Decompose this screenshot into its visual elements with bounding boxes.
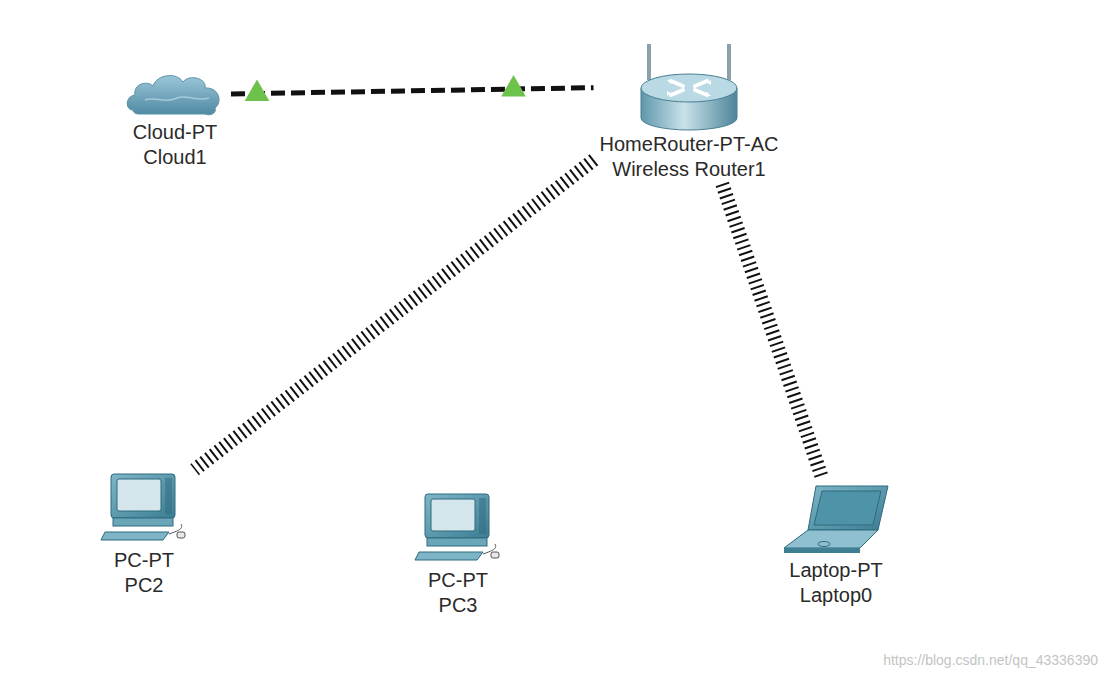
wireless-link: [195, 160, 594, 470]
wireless-link: [722, 184, 822, 478]
cloud-icon: [125, 70, 225, 120]
cable-link: [231, 75, 594, 101]
device-name: Wireless Router1: [596, 157, 783, 182]
pc-icon: [413, 490, 503, 568]
device-model: Laptop-PT: [776, 558, 896, 583]
laptop-icon: [780, 480, 892, 558]
laptop-node: Laptop-PTLaptop0: [776, 480, 896, 608]
device-name: Cloud1: [121, 145, 229, 170]
device-model: Cloud-PT: [121, 120, 229, 145]
pc-icon: [99, 470, 189, 548]
router-icon: [637, 40, 741, 132]
cloud-node: Cloud-PTCloud1: [121, 70, 229, 170]
pc-node: PC-PTPC2: [95, 470, 193, 598]
device-model: PC-PT: [409, 568, 507, 593]
device-name: PC2: [95, 573, 193, 598]
router-node: HomeRouter-PT-ACWireless Router1: [596, 40, 783, 182]
pc-node: PC-PTPC3: [409, 490, 507, 618]
device-name: PC3: [409, 593, 507, 618]
device-model: PC-PT: [95, 548, 193, 573]
watermark: https://blog.csdn.net/qq_43336390: [883, 652, 1098, 668]
device-name: Laptop0: [776, 583, 896, 608]
device-model: HomeRouter-PT-AC: [596, 132, 783, 157]
